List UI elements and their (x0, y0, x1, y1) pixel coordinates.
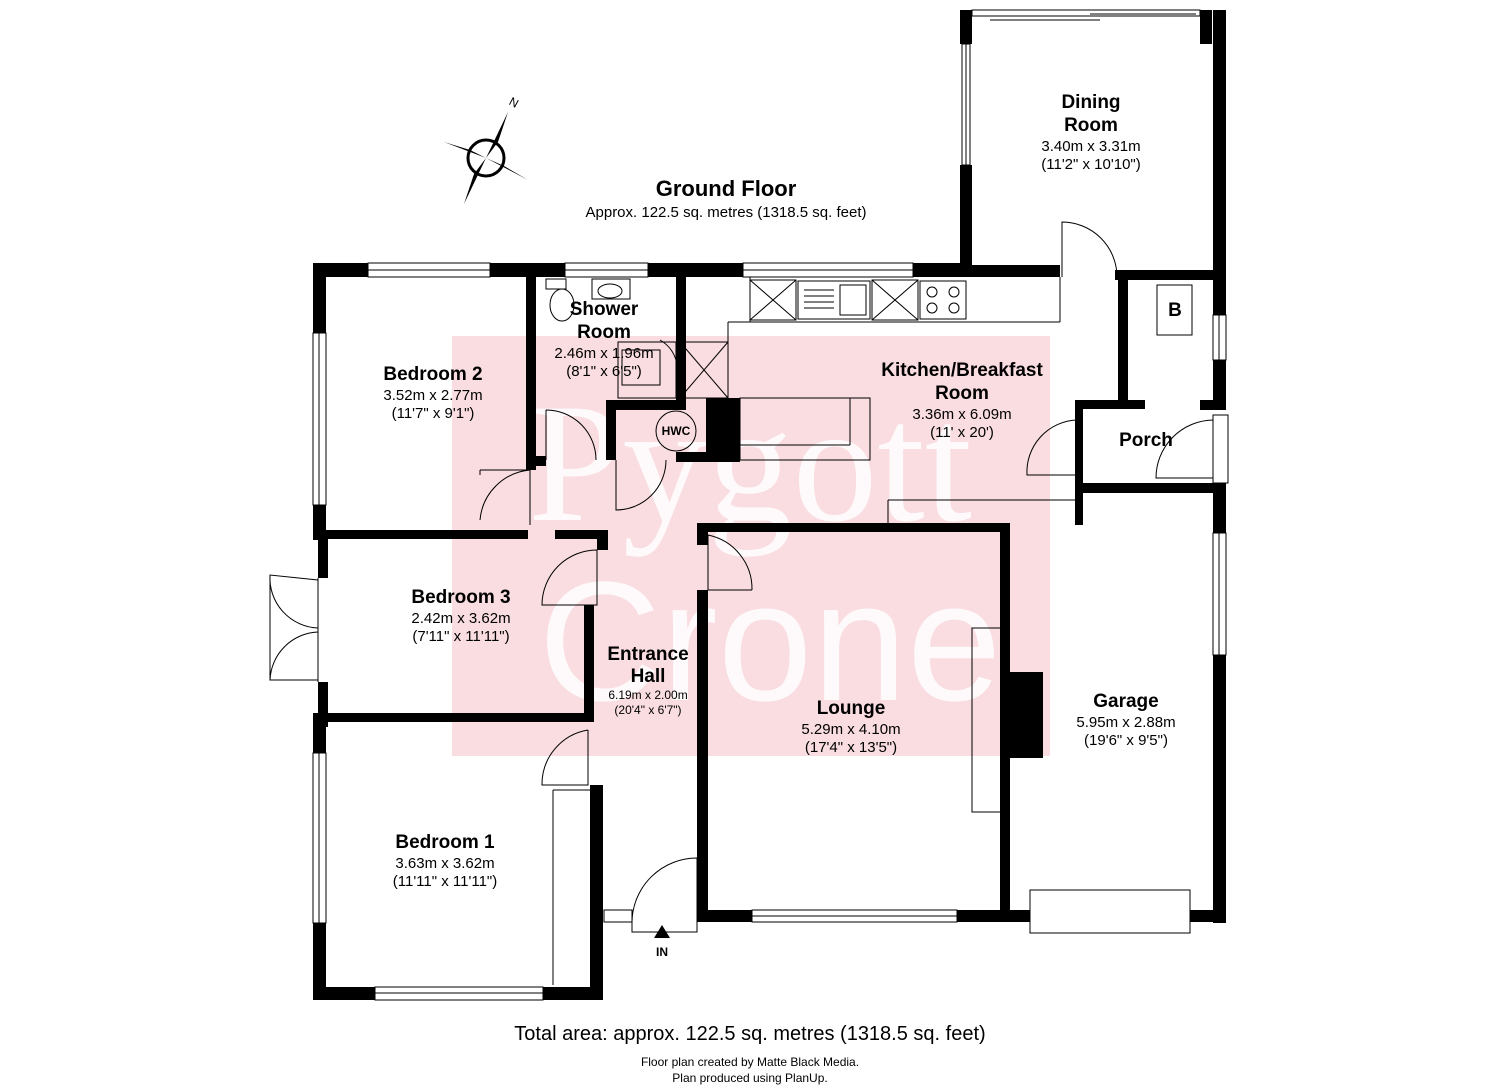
windows (312, 9, 1227, 1001)
bedroom2-metric: 3.52m x 2.77m (383, 387, 482, 404)
entrance-label: IN (656, 945, 668, 959)
bedroom3-imperial: (7'11" x 11'11") (412, 628, 509, 645)
boiler-label: B (1168, 300, 1182, 321)
shower-name-line1: Shower (570, 299, 639, 320)
bedroom1-name: Bedroom 1 (395, 832, 495, 853)
hall-imperial: (20'4" x 6'7") (614, 703, 681, 717)
total-area: Total area: approx. 122.5 sq. metres (13… (514, 1023, 985, 1045)
floor-title: Ground Floor (656, 176, 797, 201)
shower-name-line2: Room (577, 322, 631, 343)
kitchen-fittings (545, 277, 1193, 985)
lounge-name: Lounge (817, 698, 886, 719)
hob (919, 280, 967, 320)
kitchen-imperial: (11' x 20') (930, 424, 994, 441)
credit-line1: Floor plan created by Matte Black Media. (641, 1055, 859, 1069)
watermark-brand-line2: Crone (538, 547, 1001, 737)
garage-metric: 5.95m x 2.88m (1076, 714, 1175, 731)
hall-name-line1: Entrance (607, 644, 688, 665)
floor-subtitle: Approx. 122.5 sq. metres (1318.5 sq. fee… (586, 204, 867, 221)
hall-metric: 6.19m x 2.00m (608, 688, 687, 702)
dining-imperial: (11'2" x 10'10") (1041, 156, 1141, 173)
shower-metric: 2.46m x 1.96m (554, 345, 653, 362)
garage-imperial: (19'6" x 9'5") (1084, 732, 1168, 749)
porch-name: Porch (1119, 430, 1173, 451)
dining-metric: 3.40m x 3.31m (1041, 138, 1140, 155)
bedroom2-name: Bedroom 2 (383, 364, 482, 385)
watermark-box (452, 336, 1050, 756)
entrance-arrow-icon: IN (654, 925, 670, 959)
dining-name-line1: Dining (1061, 92, 1120, 113)
credit-line2: Plan produced using PlanUp. (672, 1071, 827, 1085)
bedroom1-metric: 3.63m x 3.62m (395, 855, 494, 872)
bedroom3-metric: 2.42m x 3.62m (411, 610, 510, 627)
sink (797, 280, 871, 320)
compass-icon: N (444, 94, 528, 204)
hall-name-line2: Hall (631, 666, 666, 687)
kitchen-name-line2: Room (935, 383, 989, 404)
garage-name: Garage (1093, 691, 1158, 712)
hot-water-cylinder (655, 410, 697, 452)
bedroom3-name: Bedroom 3 (411, 587, 510, 608)
kitchen-name-line1: Kitchen/Breakfast (881, 360, 1043, 381)
north-label: N (507, 94, 521, 110)
bedroom1-imperial: (11'11" x 11'11") (393, 873, 498, 890)
walls (313, 10, 1226, 1000)
lounge-imperial: (17'4" x 13'5") (805, 739, 897, 756)
dining-name-line2: Room (1064, 115, 1118, 136)
hwc-label: HWC (662, 424, 691, 438)
bedroom2-imperial: (11'7" x 9'1") (392, 405, 475, 422)
kitchen-metric: 3.36m x 6.09m (912, 406, 1011, 423)
shower-imperial: (8'1" x 6'5") (566, 363, 642, 380)
doors (269, 221, 1229, 933)
lounge-metric: 5.29m x 4.10m (801, 721, 900, 738)
